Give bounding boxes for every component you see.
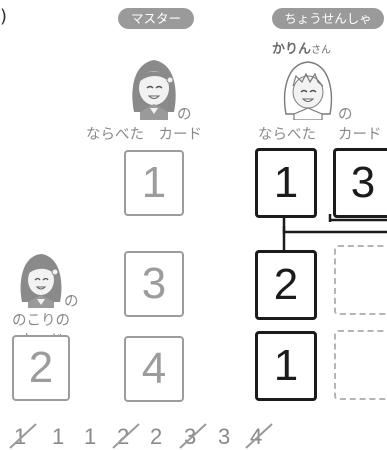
sequence-value: 4	[250, 424, 263, 449]
challenger-name-suffix: さん	[311, 45, 332, 56]
sequence-item-8: 4	[250, 424, 262, 450]
sequence-value: 2	[117, 424, 130, 449]
sequence-value: 1	[52, 424, 65, 449]
master-card-1: 1	[124, 150, 184, 216]
challenger-no-label: の	[338, 107, 353, 123]
master-card-2: 3	[124, 251, 184, 317]
empty-card-slot-2	[334, 330, 387, 400]
left-edge-fragment: )	[0, 6, 8, 27]
challenger-card-top-left: 1	[255, 148, 317, 218]
sequence-item-4: 2	[117, 424, 129, 450]
sequence-item-5: 2	[150, 424, 162, 450]
sequence-item-7: 3	[218, 424, 230, 450]
challenger-arranged-label: ならべた	[258, 127, 316, 143]
empty-card-slot-1	[334, 245, 387, 315]
sequence-value: 1	[14, 424, 27, 449]
sequence-value: 2	[150, 424, 163, 449]
challenger-card-top-right: 3	[333, 148, 387, 218]
challenger-name-text: かりん	[272, 42, 312, 57]
master-tag: マスター	[118, 8, 194, 29]
remaining-label-line1: のこりの	[12, 313, 70, 329]
sequence-item-3: 1	[84, 424, 96, 450]
remaining-no-label: の	[64, 294, 79, 310]
sequence-item-2: 1	[52, 424, 64, 450]
master-card-3: 4	[124, 336, 184, 402]
sequence-value: 3	[218, 424, 231, 449]
sequence-value: 1	[84, 424, 97, 449]
challenger-card-label: カード	[338, 127, 382, 143]
challenger-avatar	[283, 61, 333, 120]
remaining-card: 2	[12, 335, 70, 401]
remaining-avatar	[20, 254, 62, 308]
master-arranged-cards-label: ならべた カード	[86, 127, 202, 143]
master-no-label: の	[177, 107, 192, 123]
challenger-card-bottom: 1	[255, 331, 317, 401]
sequence-value: 3	[184, 424, 197, 449]
sequence-item-6: 3	[184, 424, 196, 450]
challenger-tag: ちょうせんしゃ	[272, 8, 384, 29]
challenger-name: かりんさん	[272, 38, 331, 57]
sequence-item-1: 1	[14, 424, 26, 450]
challenger-card-middle: 2	[255, 250, 317, 320]
master-avatar	[132, 60, 176, 120]
